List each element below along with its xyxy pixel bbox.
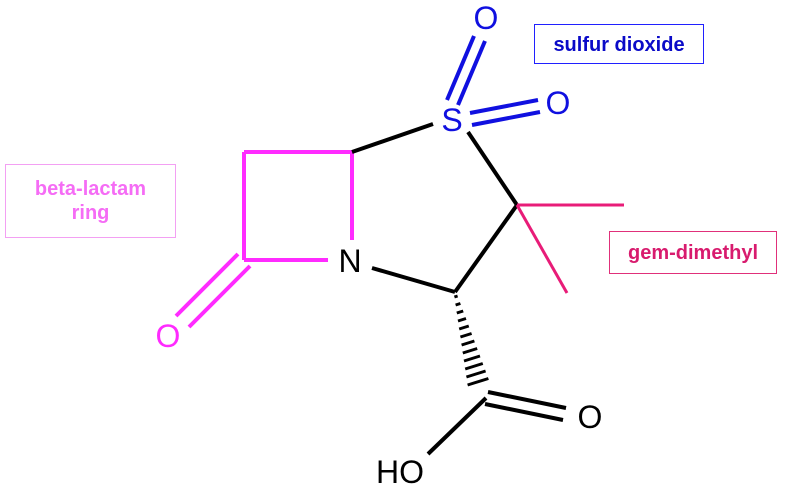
bond-s-o-top-1 [445,35,476,101]
callout-gem-dimethyl: gem-dimethyl [609,231,777,274]
atom-nitrogen: N [338,243,361,279]
callout-beta-lactam-line2: ring [71,202,110,224]
gem-dimethyl-bonds [515,203,624,294]
callout-sulfur-dioxide: sulfur dioxide [534,24,704,64]
beta-lactam-bonds [174,150,354,329]
bond-c-n-right [371,266,456,294]
bond-s-o-top-2 [456,40,487,106]
atom-oxygen-sulfonyl-right: O [546,85,571,121]
atom-hydroxyl: HO [376,454,424,490]
callout-beta-lactam-line1: beta-lactam [34,178,147,200]
bond-s-o-right-2 [471,110,541,127]
bond-carbonyl-double-1 [174,252,240,318]
callout-beta-lactam: beta-lactam ring [5,164,176,238]
atom-sulfur: S [441,102,462,138]
callout-sulfur-dioxide-text: sulfur dioxide [553,34,685,56]
hashed-wedge-bond [453,294,489,387]
core-bonds [351,122,567,456]
bond-acid-c-oh [426,396,488,456]
bond-acid-c-o-double-1 [487,390,567,410]
atom-oxygen-lactam: O [156,318,181,354]
bond-c-gem-c [453,203,519,294]
atom-oxygen-sulfonyl-top: O [474,0,499,36]
bond-s-c-gem [466,130,519,207]
bond-s-o-right-1 [469,98,539,115]
bond-acid-c-o-double-2 [484,402,564,422]
callout-gem-dimethyl-text: gem-dimethyl [627,242,759,264]
bond-c-s [351,122,434,154]
atom-oxygen-acid: O [578,399,603,435]
bond-methyl-2 [515,204,569,294]
bond-carbonyl-double-2 [187,264,252,329]
sulfur-dioxide-bonds [445,35,541,127]
